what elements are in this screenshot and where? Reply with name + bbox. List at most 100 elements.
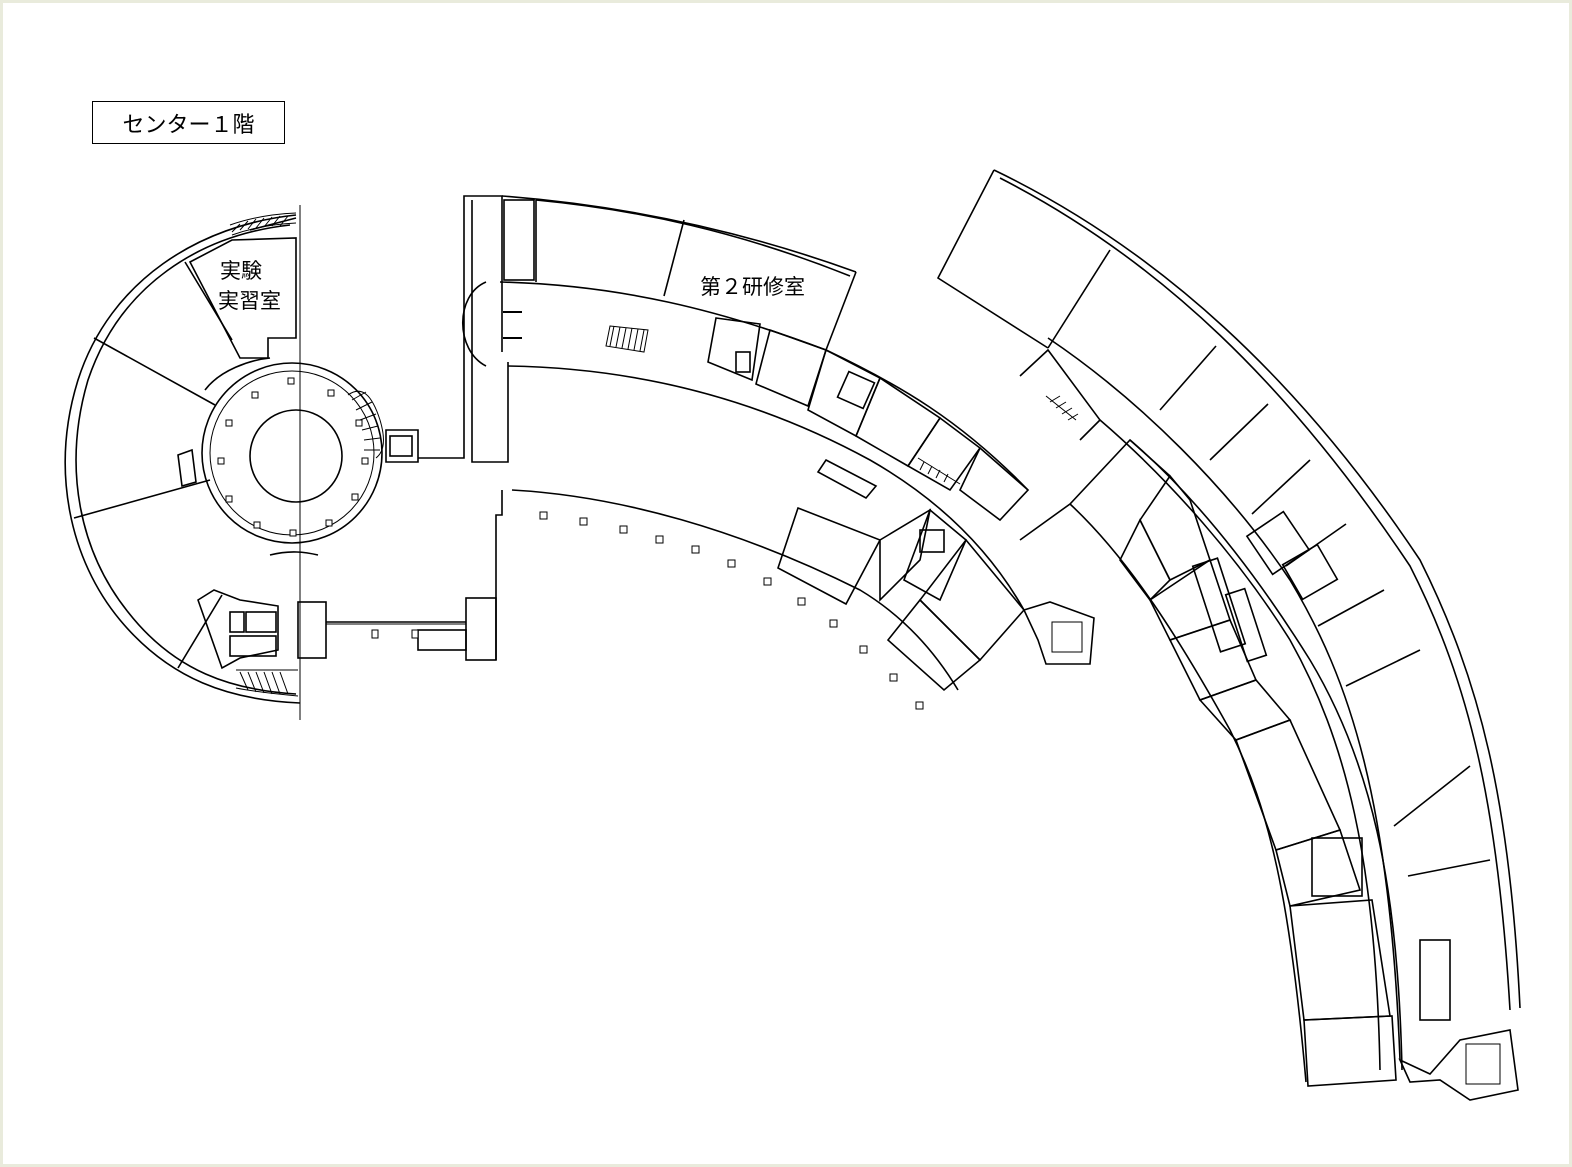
partition [1393,765,1471,827]
floor-title-text: センター１階 [122,112,255,138]
bridge-room [297,601,327,659]
small-room [707,317,761,382]
atrium-circle [249,409,343,503]
east-wing [936,169,1521,1101]
partition [177,594,223,669]
east-stair [1045,395,1079,421]
end-tower-core [1465,1043,1501,1085]
stair-ring [347,390,384,459]
room [755,328,827,408]
partition [1317,589,1385,627]
small-room [919,529,945,553]
hall-south-wall [511,489,959,691]
east-outer-inner [999,177,1511,1011]
lobby-arc [269,551,319,556]
wc-stalls [917,457,961,485]
east-corridor-mid [1099,419,1381,1071]
partition [1209,403,1269,461]
room [1191,557,1247,653]
room [1303,1015,1397,1087]
wc-room [245,611,277,633]
lab-room-label-line1: 実験 [220,259,262,283]
bridge-room [465,597,497,661]
room [1311,837,1363,897]
room [918,538,1026,662]
corridor-north-wall [499,281,1029,491]
room [1234,718,1342,851]
end-tower [1398,1029,1519,1101]
room [906,416,982,492]
room [1198,679,1292,741]
seminar-east-wall [825,271,857,351]
vestibule-inner [389,435,413,457]
lobby-curve [461,281,487,367]
room [958,446,1030,522]
room [886,598,982,692]
room [1245,510,1311,576]
lobby-ring-inner [209,370,375,536]
room [1139,474,1211,582]
corridor-stair [605,325,649,353]
small-room [735,351,751,373]
inner-block [1019,438,1171,541]
room [836,370,876,410]
room [1119,518,1171,602]
partition [663,219,685,297]
hall-columns [539,511,924,710]
east-north-end [936,169,1049,349]
rotunda-outer-wall [64,214,301,704]
room [1224,587,1268,663]
lobby-ring [201,362,383,544]
upper-link-inner [471,200,509,463]
room [879,508,932,602]
stair-top [229,212,297,236]
lab-room-label: 実験 実習室 [218,256,281,316]
room [1148,558,1232,641]
seminar-room-label: 第２研修室 [700,275,805,299]
wc-room [229,611,245,633]
storage-room [503,199,535,281]
stair-bottom [235,669,299,697]
east-outer-wall [993,169,1521,1009]
lobby-wall [204,357,271,391]
room [854,376,942,468]
partition [1345,649,1421,687]
ring-columns [217,377,369,537]
partition [1407,859,1491,877]
corridor-south-wall [507,365,1025,611]
bridge-columns [371,629,419,639]
room [1168,619,1258,701]
room [1419,939,1451,1021]
stair-tower-core [1051,621,1083,653]
upper-link-wall [418,195,503,459]
partition [93,337,216,406]
middle-north-inner [535,199,851,277]
vestibule [385,429,419,463]
partition [1159,345,1217,411]
reception-desk [177,448,197,488]
room [1275,829,1362,907]
partition [1251,459,1311,515]
inner-south-wall [1069,503,1307,1083]
rotunda-inner-wall [75,224,297,695]
lab-room [188,237,297,359]
lower-rooms [197,589,279,670]
bridge-room [417,629,467,651]
room [1019,348,1102,441]
hall-west-wall [495,490,503,660]
room [903,508,967,602]
rotunda-wing [64,205,384,720]
floor-title: センター１階 [92,101,285,144]
room [816,458,878,500]
room [777,506,882,606]
middle-wing [461,195,1095,710]
partition [1047,249,1111,349]
east-corridor-east [1129,439,1403,1071]
partition [73,479,211,519]
room [1281,543,1339,601]
wc-room [229,635,277,657]
lab-room-label-line2: 実習室 [218,289,281,313]
middle-north-outer [501,195,857,273]
